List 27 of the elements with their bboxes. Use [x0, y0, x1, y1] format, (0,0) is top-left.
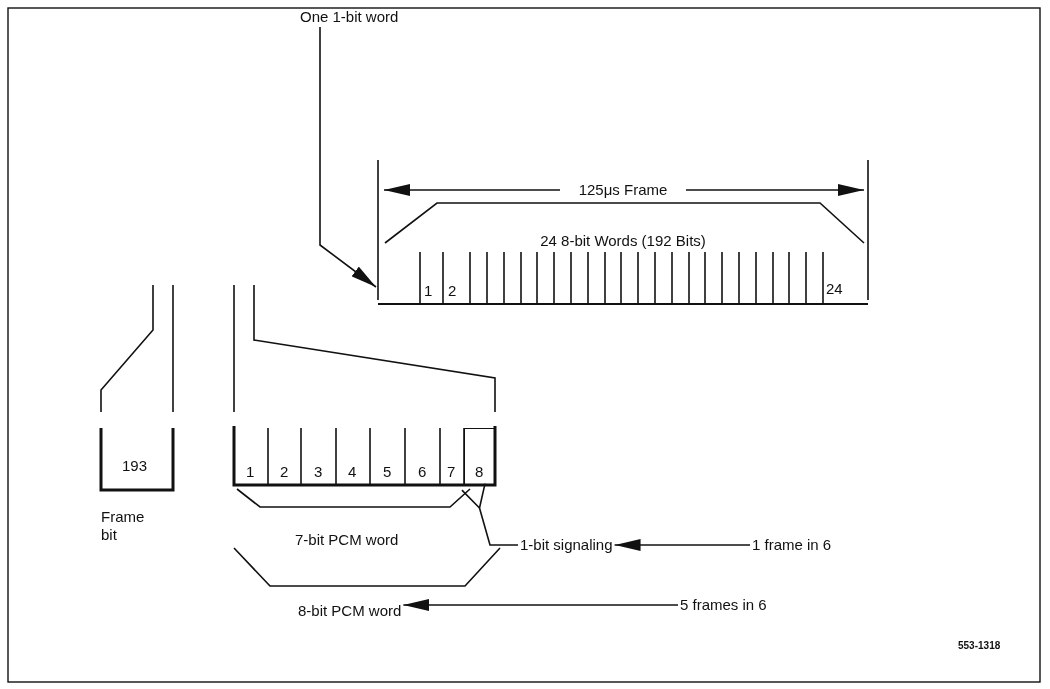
slot-number: 6: [418, 463, 427, 481]
slot-number: 24: [826, 280, 843, 298]
slot-number: 2: [448, 282, 457, 300]
text-label: 7-bit PCM word: [295, 531, 399, 549]
frame-slots-bar: [378, 252, 868, 305]
slot-number: 193: [122, 457, 148, 475]
arrow: [402, 599, 679, 611]
text-label: 1-bit signaling: [520, 536, 613, 554]
text-label: 5 frames in 6: [680, 596, 767, 614]
figure-number: 553-1318: [958, 639, 1001, 653]
text-label: 24 8-bit Words (192 Bits): [539, 232, 707, 250]
text-label: 8-bit PCM word: [298, 602, 402, 620]
slot-number: 3: [314, 463, 323, 481]
arrow: [461, 482, 519, 546]
slot-number: 4: [348, 463, 357, 481]
slot-number: 8: [475, 463, 484, 481]
text-label: One 1-bit word: [300, 8, 399, 26]
slot-number: 1: [424, 282, 433, 300]
slot-number: 2: [280, 463, 289, 481]
slot-box: [464, 428, 495, 485]
arrow: [319, 26, 377, 288]
text-label: 1 frame in 6: [752, 536, 832, 554]
text-label: Frame bit: [101, 508, 146, 544]
slot-number: 5: [383, 463, 392, 481]
slot-number: 1: [246, 463, 255, 481]
arrow: [613, 539, 751, 551]
slot-number: 7: [447, 463, 456, 481]
